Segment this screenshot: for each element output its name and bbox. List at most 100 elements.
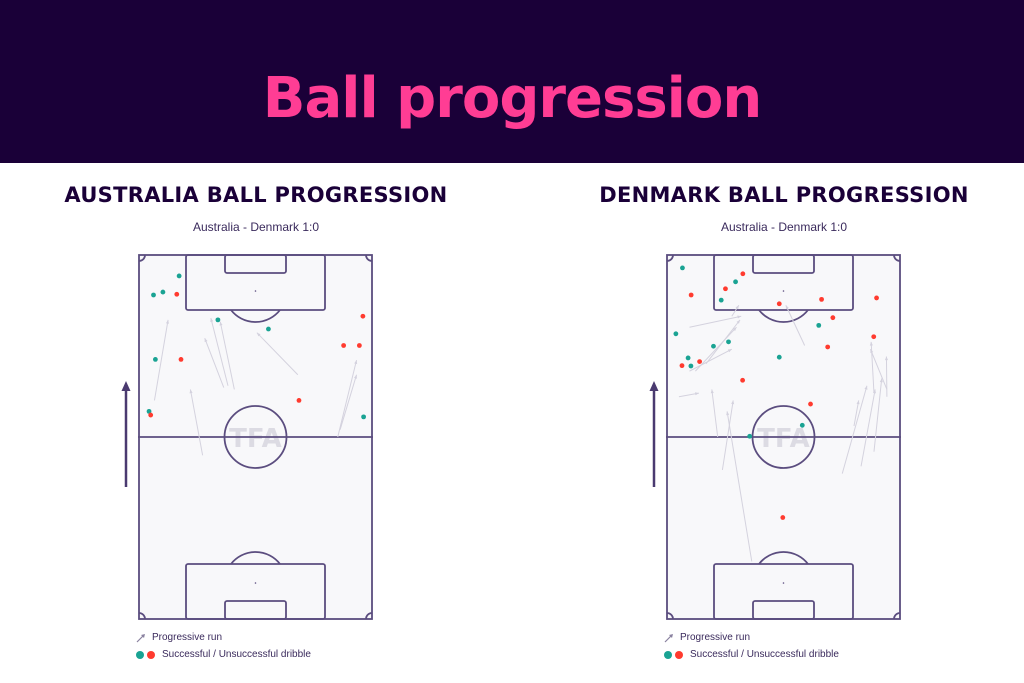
unsuccessful-dribble — [360, 313, 366, 319]
progressive-run-arrowhead — [256, 332, 261, 337]
progressive-run-arrowhead — [354, 360, 358, 365]
progressive-run — [219, 321, 235, 390]
successful-dribble — [215, 317, 221, 323]
progressive-run — [189, 389, 204, 456]
successful-dot-icon — [136, 650, 144, 659]
progressive-run — [873, 378, 883, 452]
top-penalty-arc — [230, 309, 281, 323]
legend: Progressive run Successful / Unsuccessfu… — [664, 629, 839, 663]
progressive-run-arrowhead — [869, 341, 873, 346]
unsuccessful-dribble — [697, 359, 703, 365]
chart-title: DENMARK BALL PROGRESSION — [599, 183, 969, 207]
bottom-penalty-arc — [230, 551, 281, 565]
progressive-run — [853, 400, 860, 427]
unsuccessful-dribble — [341, 343, 347, 348]
bottom-penalty-spot — [782, 582, 785, 584]
unsuccessful-dribble — [174, 291, 180, 297]
progressive-run — [841, 385, 868, 474]
progressive-run — [256, 332, 299, 376]
progressive-run-arrowhead — [165, 319, 170, 324]
progressive-run-arrowhead — [879, 378, 883, 383]
progressive-run-arrowhead — [737, 315, 742, 319]
progressive-run-arrowhead — [736, 319, 741, 324]
unsuccessful-dribble — [148, 412, 154, 418]
progressive-run — [785, 305, 806, 346]
legend-run-label: Progressive run — [152, 632, 223, 643]
unsuccessful-dribble — [874, 295, 879, 301]
progressive-run-arrowhead — [210, 318, 214, 323]
pitch: TFA — [666, 254, 901, 620]
progressive-run-icon — [664, 633, 673, 642]
unsuccessful-dribble — [830, 315, 836, 321]
progressive-run — [721, 400, 734, 471]
progressive-run — [337, 360, 358, 438]
successful-dribble — [733, 279, 738, 285]
page-title: Ball progression — [262, 66, 762, 131]
unsuccessful-dribble — [679, 363, 685, 369]
denmark-panel: DENMARK BALL PROGRESSION Australia - Den… — [528, 163, 1024, 683]
progressive-run — [705, 319, 741, 365]
attack-direction-arrow-icon — [121, 381, 131, 487]
unsuccessful-dribble — [871, 334, 877, 340]
unsuccessful-dribble — [776, 301, 782, 307]
progressive-run — [339, 374, 358, 430]
progressive-run-arrowhead — [727, 349, 732, 353]
successful-dribble — [176, 273, 182, 279]
watermark: TFA — [229, 424, 282, 454]
top-six-yard-box — [224, 254, 287, 274]
corner-arc — [893, 612, 901, 620]
top-penalty-spot — [782, 290, 785, 292]
progressive-run — [210, 317, 229, 386]
progressive-run — [869, 348, 888, 390]
attack-direction-arrow-icon — [649, 381, 659, 487]
unsuccessful-dribble — [296, 398, 302, 403]
unsuccessful-dribble — [688, 292, 694, 298]
successful-dribble — [152, 357, 158, 362]
header-banner: Ball progression — [0, 0, 1024, 163]
progressive-run-arrowhead — [884, 356, 889, 361]
corner-arc — [893, 254, 901, 262]
unsuccessful-dribble — [825, 344, 831, 350]
progressive-run-arrowhead — [189, 389, 193, 394]
corner-arc — [666, 254, 674, 262]
unsuccessful-dribble — [808, 401, 813, 407]
unsuccessful-dribble — [740, 377, 746, 383]
corner-arc — [138, 254, 146, 262]
progressive-run — [711, 389, 719, 438]
legend-item-dribble: Successful / Unsuccessful dribble — [664, 646, 839, 663]
progressive-run-arrowhead — [726, 411, 730, 416]
top-penalty-spot — [254, 290, 257, 292]
legend-item-dribble: Successful / Unsuccessful dribble — [136, 646, 311, 663]
successful-dribble — [688, 363, 694, 369]
progressive-run — [204, 338, 225, 388]
progressive-run-arrowhead — [785, 305, 789, 310]
legend-dribble-label: Successful / Unsuccessful dribble — [162, 649, 311, 660]
progressive-run — [695, 326, 737, 372]
watermark: TFA — [757, 424, 810, 454]
top-six-yard-box — [752, 254, 815, 274]
successful-dribble — [361, 414, 366, 420]
successful-dribble — [160, 289, 166, 295]
successful-dribble — [673, 331, 679, 337]
unsuccessful-dot-icon — [675, 650, 683, 659]
center-circle — [751, 405, 816, 469]
progressive-run-arrowhead — [856, 400, 860, 405]
unsuccessful-dribble — [178, 357, 184, 362]
top-penalty-arc — [758, 309, 809, 323]
progressive-run-arrowhead — [354, 374, 357, 379]
progressive-run-arrowhead — [219, 321, 223, 326]
progressive-run-arrowhead — [864, 385, 868, 390]
successful-dribble — [685, 355, 691, 361]
successful-dribble — [680, 265, 685, 271]
progressive-run-arrowhead — [872, 389, 877, 394]
unsuccessful-dot-icon — [147, 650, 155, 659]
progressive-run — [153, 319, 169, 401]
chart-title: AUSTRALIA BALL PROGRESSION — [64, 183, 448, 207]
successful-dribble — [799, 422, 805, 428]
unsuccessful-dribble — [780, 515, 786, 520]
bottom-six-yard-box — [752, 600, 815, 620]
center-circle — [223, 405, 288, 469]
progressive-run-arrowhead — [870, 349, 874, 354]
progressive-run-icon — [136, 633, 145, 642]
progressive-run-arrowhead — [694, 392, 699, 396]
